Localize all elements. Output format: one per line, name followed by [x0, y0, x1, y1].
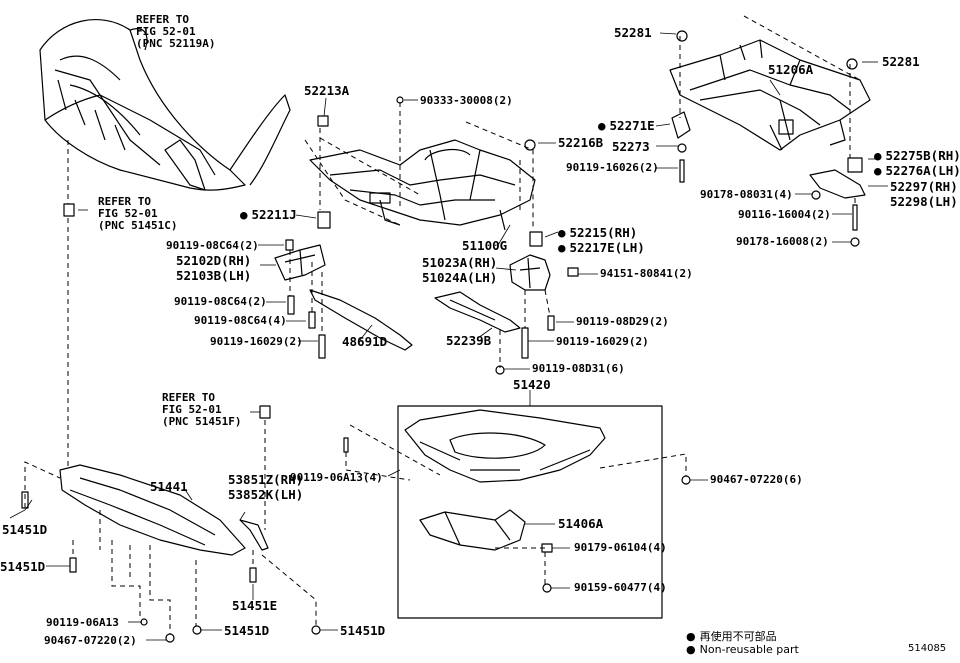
reference-line: REFER TO: [98, 195, 151, 208]
reference-line: (PNC 51451C): [98, 219, 178, 232]
part-label: 90119-08C64(2): [174, 295, 267, 308]
part-label: 52102D(RH): [176, 253, 252, 268]
part-label: 90333-30008(2): [420, 94, 513, 107]
part-label: 51406A: [558, 516, 604, 531]
part-label: 51451E: [232, 598, 278, 613]
part-label: 90119-16026(2): [566, 161, 659, 174]
part-label: 51441: [150, 479, 188, 494]
part-label: 51420: [513, 377, 551, 392]
bracket-52297-illustration: [809, 169, 866, 199]
reference-line: REFER TO: [136, 13, 189, 26]
part-label: 90119-08D29(2): [576, 315, 669, 328]
brace-52239b-illustration: [434, 291, 521, 333]
front-bumper-illustration: [39, 19, 291, 191]
part-label: 52271E: [598, 119, 655, 133]
part-label: 90179-06104(4): [574, 541, 667, 554]
part-label: 90178-16008(2): [736, 235, 829, 248]
part-label: 90119-06A13: [46, 616, 119, 629]
reference-line: (PNC 51451F): [162, 415, 242, 428]
bracket-52102d-illustration: [274, 244, 326, 281]
part-label: 52281: [614, 25, 652, 40]
legend-japanese: 再使用不可部品: [686, 628, 777, 644]
part-label: 90119-08C64(2): [166, 239, 259, 252]
part-label: 90119-08D31(6): [532, 362, 625, 375]
part-label: 52297(RH): [890, 179, 958, 194]
brace-48691d-illustration: [309, 289, 413, 351]
part-label: 52281: [882, 54, 920, 69]
reference-line: FIG 52-01: [136, 25, 196, 38]
part-label: 90119-06A13(4): [290, 471, 383, 484]
part-label: 90467-07220(6): [710, 473, 803, 486]
part-label: 52239B: [446, 333, 492, 348]
leader-lines: [9, 32, 888, 641]
part-label: 51451D: [340, 623, 386, 638]
part-label: 51206A: [768, 62, 814, 77]
part-label: 90116-16004(2): [738, 208, 831, 221]
part-label: 51451D: [224, 623, 270, 638]
mount-51023a-illustration: [509, 254, 551, 291]
part-label: 90119-08C64(4): [194, 314, 287, 327]
fastener-illustrations: [21, 30, 863, 643]
engine-undercover-51420-illustration: [404, 409, 606, 483]
legend-english: Non-reusable part: [686, 643, 799, 656]
part-label: 90119-16029(2): [210, 335, 303, 348]
part-label: 90178-08031(4): [700, 188, 793, 201]
reference-line: FIG 52-01: [98, 207, 158, 220]
part-label: 53851Z(RH): [228, 472, 304, 487]
part-label: 51023A(RH): [422, 255, 498, 270]
part-label: 51451D: [2, 522, 48, 537]
part-label: 52213A: [304, 83, 350, 98]
part-label: 52273: [612, 139, 650, 154]
part-label: 51024A(LH): [422, 270, 498, 285]
part-label: 52215(RH): [558, 226, 638, 240]
seal-53851z-illustration: [239, 519, 269, 551]
part-label: 53852K(LH): [228, 487, 304, 502]
front-crossmember-illustration: [309, 139, 536, 231]
part-label: 52298(LH): [890, 194, 958, 209]
part-label: 52217E(LH): [558, 241, 645, 255]
part-label: 52276A(LH): [874, 164, 960, 178]
part-label: 52211J: [240, 208, 297, 222]
part-label: 51100G: [462, 238, 508, 253]
part-label: 52216B: [558, 135, 604, 150]
reference-line: (PNC 52119A): [136, 37, 216, 50]
part-label: 52103B(LH): [176, 268, 252, 283]
part-label: 48691D: [342, 334, 388, 349]
reference-line: REFER TO: [162, 391, 215, 404]
rear-subframe-illustration: [669, 39, 871, 151]
part-label: 51451D: [0, 559, 46, 574]
diagram-id: 514085: [908, 643, 947, 654]
lower-cover-51441-illustration: [59, 464, 246, 556]
part-label: 90119-16029(2): [556, 335, 649, 348]
part-label: 90159-60477(4): [574, 581, 667, 594]
reference-line: FIG 52-01: [162, 403, 222, 416]
undercover-51406a-illustration: [419, 509, 526, 551]
connector-lines: [24, 15, 861, 634]
part-label: 90467-07220(2): [44, 634, 137, 647]
part-label: 94151-80841(2): [600, 267, 693, 280]
part-label: 52275B(RH): [874, 149, 960, 163]
